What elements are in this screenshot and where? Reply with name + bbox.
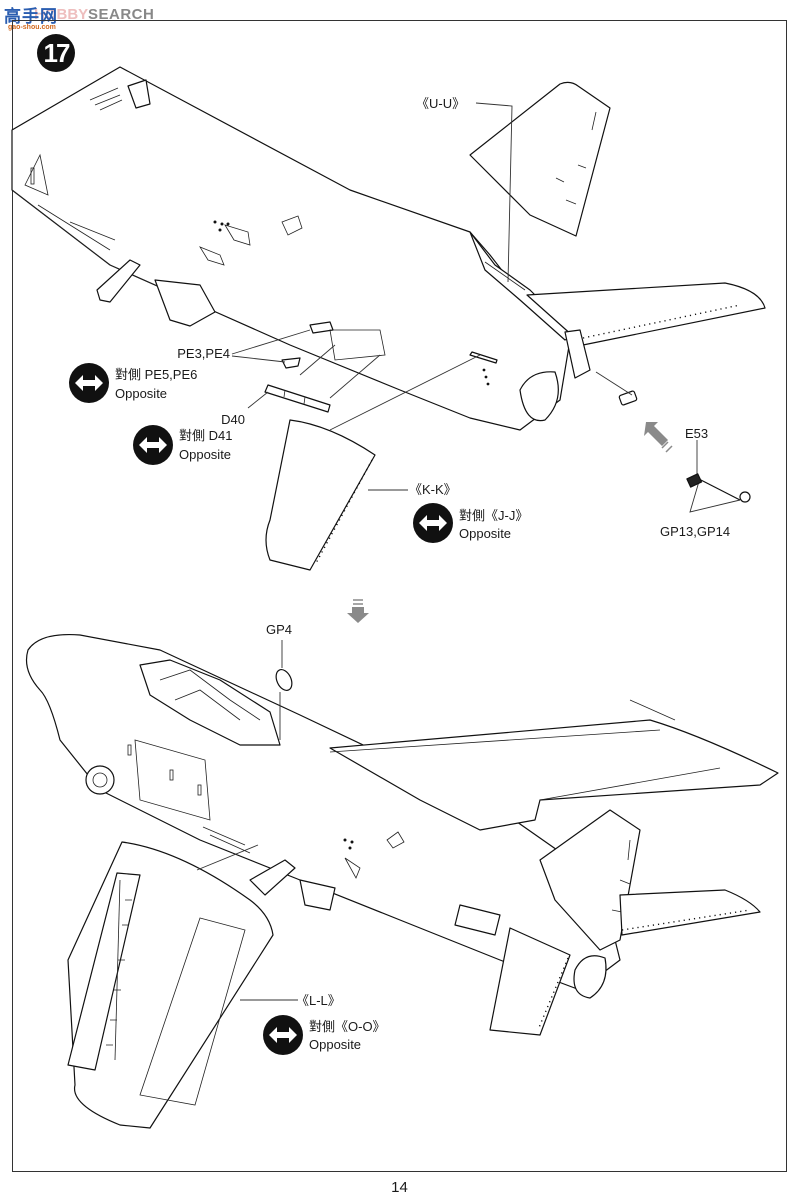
callout-d40: D40 (221, 412, 245, 427)
callout-u-u: 《U-U》 (416, 96, 466, 111)
callout-l-l: 《L-L》 (296, 993, 341, 1008)
step-number-badge: 17 (37, 34, 75, 72)
callout-gp4: GP4 (266, 622, 293, 637)
callout-jj-opposite-en: Opposite (459, 526, 512, 541)
watermark-hobby: HOBBY (34, 6, 89, 23)
callout-gp13-gp14: GP13,GP14 (660, 524, 731, 539)
view-direction-arrow-icon (644, 422, 673, 453)
callout-jj-opposite: 對側《J-J》 (459, 508, 529, 523)
callout-d-opposite: 對側 D41 (179, 428, 233, 443)
double-arrow-opposite-icon (133, 425, 173, 465)
page-frame (12, 20, 787, 1172)
vertical-fin-u-u (469, 81, 611, 237)
page-number: 14 (391, 1179, 408, 1196)
watermark-brand: 高手网 (4, 7, 58, 26)
callout-pe3-pe4: PE3,PE4 (177, 346, 230, 361)
double-arrow-opposite-icon (69, 363, 109, 403)
wing-panel-k-k (265, 419, 376, 571)
callout-oo-opposite: 對側《O-O》 (309, 1019, 386, 1034)
double-arrow-opposite-icon (263, 1015, 303, 1055)
watermark: HOBBY 高手网 SEARCH gao-shou.com (4, 2, 204, 32)
down-arrow-icon (347, 599, 369, 623)
watermark-search: SEARCH (88, 6, 155, 23)
wing-panel-l-l (67, 841, 298, 1129)
double-arrow-opposite-icon (413, 503, 453, 543)
upper-leader-lines (231, 102, 751, 513)
callout-d-opposite-en: Opposite (179, 447, 232, 462)
callout-k-k: 《K-K》 (409, 482, 457, 497)
callout-pe-opposite: 對側 PE5,PE6 (115, 367, 198, 382)
callout-e53: E53 (685, 426, 709, 441)
watermark-url: gao-shou.com (8, 24, 56, 31)
callout-pe-opposite-en: Opposite (115, 386, 168, 401)
upper-fuselage-drawing (11, 66, 766, 431)
callout-oo-opposite-en: Opposite (309, 1037, 362, 1052)
